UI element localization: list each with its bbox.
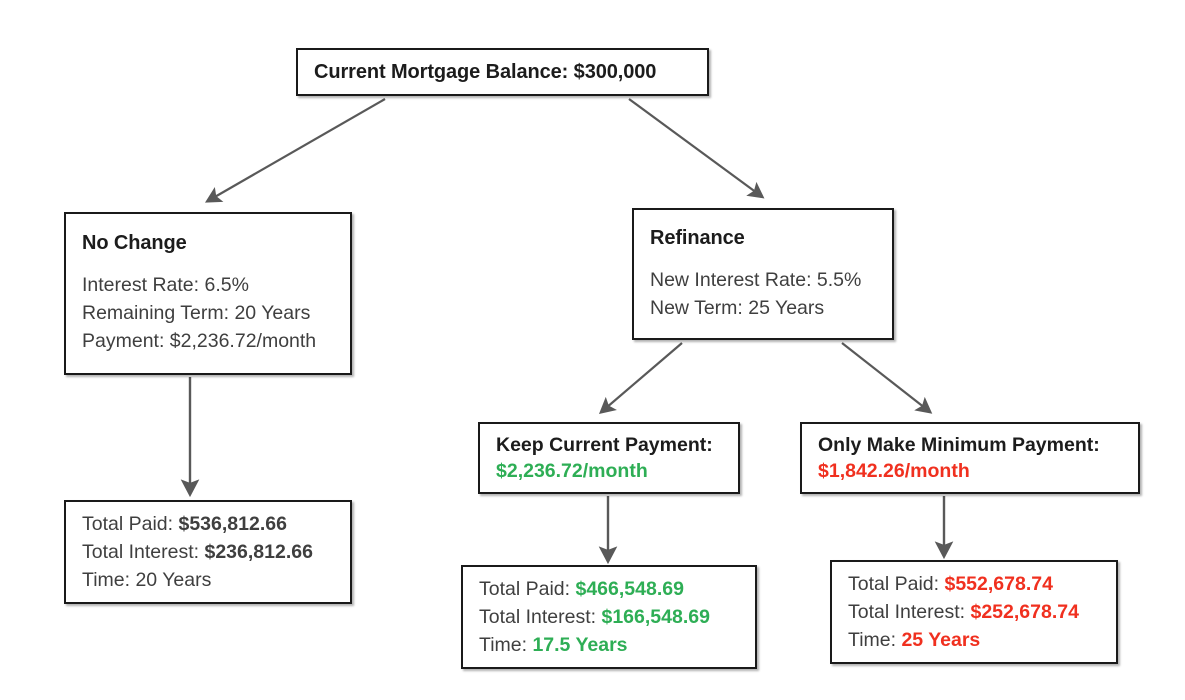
node-result-no-change[interactable]: Total Paid: $536,812.66 Total Interest: … [64,500,352,604]
no-change-details: Interest Rate: 6.5% Remaining Term: 20 Y… [82,272,334,355]
result-no-change-time: Time: 20 Years [82,566,334,594]
value-time: 17.5 Years [532,634,628,657]
no-change-payment: Payment: $2,236.72/month [82,329,317,352]
node-minimum-payment[interactable]: Only Make Minimum Payment: $1,842.26/mon… [800,422,1140,494]
refinance-new-term: New Term: 25 Years [650,296,825,319]
root-title: Current Mortgage Balance: $300,000 [314,60,657,83]
label-total-interest: Total Interest: [82,540,205,563]
spacer [82,256,334,272]
result-keep-payment-total-interest: Total Interest: $166,548.69 [479,603,739,631]
result-minimum-payment-rows: Total Paid: $552,678.74 Total Interest: … [832,570,1116,655]
value-time: 25 Years [901,629,981,652]
result-minimum-payment-total-paid: Total Paid: $552,678.74 [848,570,1100,598]
refinance-details: New Interest Rate: 5.5% New Term: 25 Yea… [650,267,876,322]
result-minimum-payment-time: Time: 25 Years [848,626,1100,654]
no-change-remaining-term: Remaining Term: 20 Years [82,302,311,325]
label-total-paid: Total Paid: [82,512,179,535]
no-change-title: No Change [82,232,187,255]
value-total-paid: $536,812.66 [178,512,287,535]
spacer [650,251,876,267]
result-keep-payment-rows: Total Paid: $466,548.69 Total Interest: … [463,575,755,660]
result-minimum-payment-total-interest: Total Interest: $252,678.74 [848,598,1100,626]
node-refinance[interactable]: Refinance New Interest Rate: 5.5% New Te… [632,208,894,340]
arrow-root-to-no-change [204,98,386,203]
result-no-change-rows: Total Paid: $536,812.66 Total Interest: … [66,510,350,595]
label-total-interest: Total Interest: [479,605,602,628]
minimum-payment-value: $1,842.26/month [818,460,970,482]
refinance-title: Refinance [650,226,745,249]
value-total-paid: $552,678.74 [944,572,1053,595]
result-keep-payment-total-paid: Total Paid: $466,548.69 [479,575,739,603]
label-total-paid: Total Paid: [848,572,945,595]
label-time: Time: [479,634,533,657]
keep-current-payment-value: $2,236.72/month [496,460,648,482]
arrow-refinance-to-keep-payment [598,342,683,415]
value-total-interest: $252,678.74 [970,600,1079,623]
keep-current-payment-label: Keep Current Payment: [496,433,713,456]
value-total-paid: $466,548.69 [575,577,684,600]
result-no-change-total-paid: Total Paid: $536,812.66 [82,510,334,538]
value-time: 20 Years [135,569,212,592]
result-no-change-total-interest: Total Interest: $236,812.66 [82,538,334,566]
node-keep-current-payment[interactable]: Keep Current Payment: $2,236.72/month [478,422,740,494]
minimum-payment-label: Only Make Minimum Payment: [818,433,1100,456]
label-total-paid: Total Paid: [479,577,576,600]
node-result-keep-payment[interactable]: Total Paid: $466,548.69 Total Interest: … [461,565,757,669]
value-total-interest: $166,548.69 [601,605,710,628]
node-result-minimum-payment[interactable]: Total Paid: $552,678.74 Total Interest: … [830,560,1118,664]
node-current-mortgage-balance[interactable]: Current Mortgage Balance: $300,000 [296,48,709,96]
value-total-interest: $236,812.66 [204,540,313,563]
label-total-interest: Total Interest: [848,600,971,623]
label-time: Time: [848,629,902,652]
no-change-interest-rate: Interest Rate: 6.5% [82,274,249,297]
result-keep-payment-time: Time: 17.5 Years [479,631,739,659]
arrow-refinance-to-minimum-payment [841,342,933,414]
refinance-new-interest-rate: New Interest Rate: 5.5% [650,268,862,291]
node-no-change[interactable]: No Change Interest Rate: 6.5% Remaining … [64,212,352,375]
arrow-root-to-refinance [628,98,765,199]
label-time: Time: [82,569,136,592]
